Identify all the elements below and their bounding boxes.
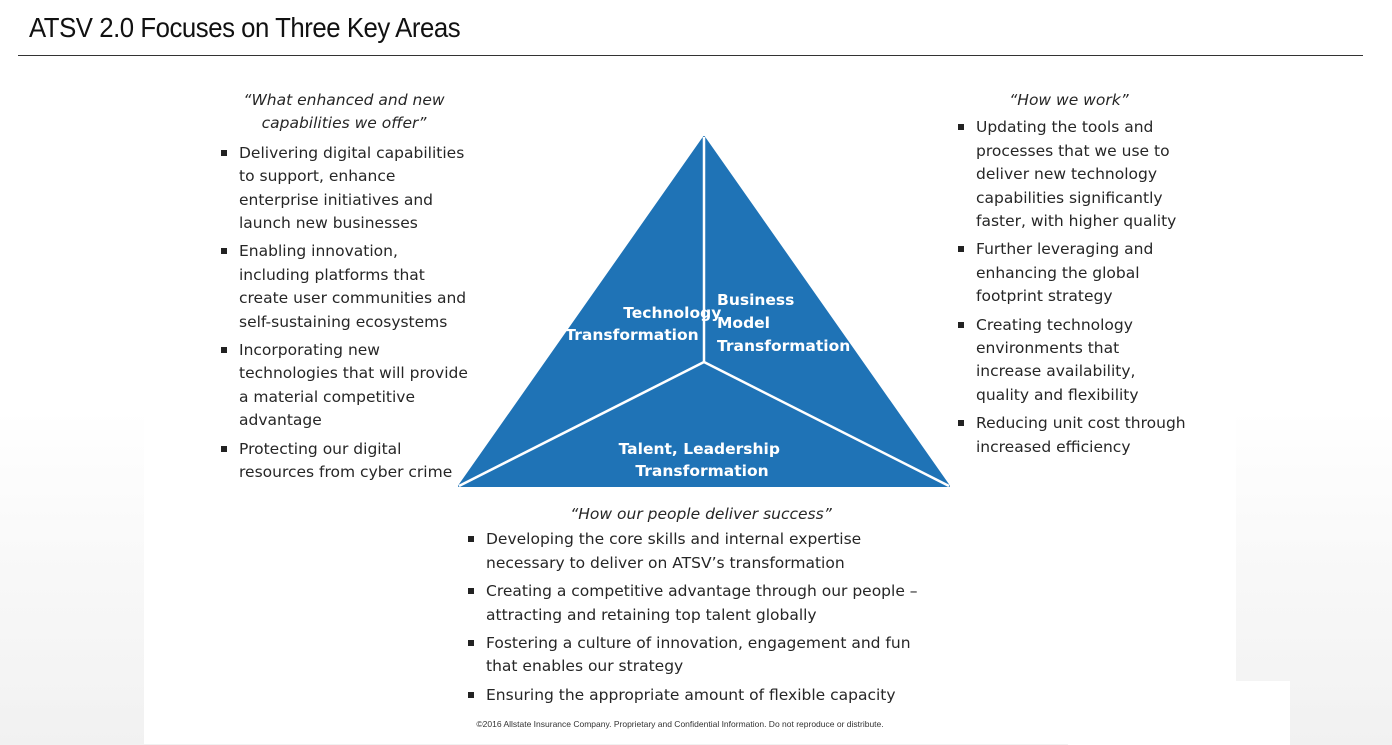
title-divider <box>18 55 1363 56</box>
content-panel-extension <box>1068 681 1290 745</box>
triangle-diagram: Technology Transformation Business Model… <box>458 136 950 488</box>
copyright-notice: ©2016 Allstate Insurance Company. Propri… <box>476 719 884 729</box>
bottom-bullet-4: Ensuring the appropriate amount of flexi… <box>466 684 936 707</box>
left-column: “What enhanced and new capabilities we o… <box>219 89 469 490</box>
bottom-heading: “How our people deliver success” <box>570 505 832 523</box>
bottom-bullet-1: Developing the core skills and internal … <box>466 528 936 575</box>
right-bullet-3: Creating technology environments that in… <box>956 314 1186 408</box>
left-bullet-1: Delivering digital capabilities to suppo… <box>219 142 469 236</box>
left-bullet-3: Incorporating new technologies that will… <box>219 339 469 433</box>
business-label-line-2: Model <box>717 314 770 332</box>
business-label: Business Model Transformation <box>717 291 850 355</box>
left-heading: “What enhanced and new capabilities we o… <box>243 91 445 133</box>
talent-label: Talent, Leadership Transformation <box>619 440 786 480</box>
right-bullet-4: Reducing unit cost through increased eff… <box>956 412 1186 459</box>
left-bullet-list: Delivering digital capabilities to suppo… <box>219 142 469 485</box>
bottom-bullet-list: Developing the core skills and internal … <box>466 528 936 707</box>
talent-label-line-2: Transformation <box>635 462 768 480</box>
right-bullet-2: Further leveraging and enhancing the glo… <box>956 238 1186 308</box>
talent-label-line-1: Talent, Leadership <box>619 440 780 458</box>
business-label-line-3: Transformation <box>717 337 850 355</box>
business-label-line-1: Business <box>717 291 794 309</box>
left-bullet-2: Enabling innovation, including platforms… <box>219 240 469 334</box>
page-title: ATSV 2.0 Focuses on Three Key Areas <box>29 12 461 43</box>
triangle-divider-left <box>458 360 705 488</box>
triangle-divider-right <box>703 360 950 488</box>
technology-label-line-1: Technology <box>623 304 721 322</box>
right-heading: “How we work” <box>1009 91 1129 109</box>
technology-label: Technology Transformation <box>565 304 726 344</box>
right-column: “How we work” Updating the tools and pro… <box>956 89 1186 464</box>
bottom-bullet-3: Fostering a culture of innovation, engag… <box>466 632 936 679</box>
bottom-bullet-2: Creating a competitive advantage through… <box>466 580 936 627</box>
bottom-column: “How our people deliver success” Develop… <box>466 503 936 712</box>
left-bullet-4: Protecting our digital resources from cy… <box>219 438 469 485</box>
right-bullet-list: Updating the tools and processes that we… <box>956 116 1186 459</box>
right-bullet-1: Updating the tools and processes that we… <box>956 116 1186 233</box>
technology-label-line-2: Transformation <box>565 326 698 344</box>
